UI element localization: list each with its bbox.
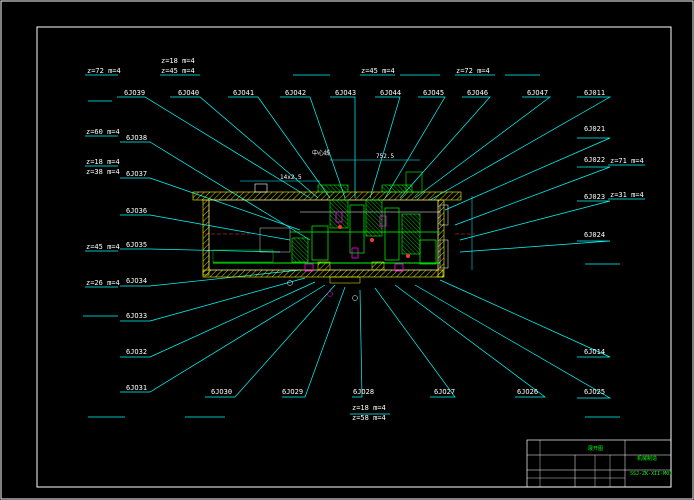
part-label: 6JO40 bbox=[178, 89, 199, 97]
part-label: 6JO32 bbox=[126, 348, 147, 356]
part-label: 6JO30 bbox=[211, 388, 232, 396]
input-region bbox=[259, 227, 291, 253]
gear-spec: z=18 m=4 bbox=[86, 158, 120, 166]
drawing-number: SSJ-ZK-XII-M01 bbox=[630, 471, 672, 477]
drawing-name: 展开图 bbox=[588, 446, 603, 452]
part-label: 6JO46 bbox=[467, 89, 488, 97]
gear-block bbox=[329, 199, 349, 229]
dimension-text: 14x2.5 bbox=[280, 174, 302, 181]
red-marker bbox=[338, 225, 342, 229]
part-label: 6JO38 bbox=[126, 134, 147, 142]
part-label: 6JO36 bbox=[126, 207, 147, 215]
gear-spec: z=18 m=4 bbox=[352, 404, 386, 412]
part-label: 6JO33 bbox=[126, 312, 147, 320]
gear-spec: z=45 m=4 bbox=[86, 243, 120, 251]
dimension-text: 中心线 bbox=[312, 149, 330, 157]
gear-block bbox=[291, 237, 309, 263]
gear-block bbox=[419, 239, 437, 265]
gear-spec: z=72 m=4 bbox=[87, 67, 121, 75]
part-label: 6JO31 bbox=[126, 384, 147, 392]
part-label: 6J023 bbox=[584, 193, 605, 201]
clutch-part bbox=[394, 263, 404, 272]
part-label: 6JO42 bbox=[285, 89, 306, 97]
bearing-detail bbox=[329, 276, 361, 284]
part-label: 6JO39 bbox=[124, 89, 145, 97]
red-marker bbox=[406, 254, 410, 258]
part-label: 6JO45 bbox=[423, 89, 444, 97]
part-label: 6JO47 bbox=[527, 89, 548, 97]
part-label: 6J022 bbox=[584, 156, 605, 164]
part-label: 6JO14 bbox=[584, 348, 605, 356]
gearbox-section-view bbox=[192, 159, 475, 301]
gear-spec-labels: z=72 m=4 z=18 m=4 z=45 m=4 z=45 m=4 z=72… bbox=[86, 57, 644, 422]
gear-spec: z=31 m=4 bbox=[610, 191, 644, 199]
bearing-detail bbox=[371, 261, 385, 271]
clutch-part bbox=[351, 247, 359, 259]
gear-spec: z=38 m=4 bbox=[86, 168, 120, 176]
part-label: 6JO35 bbox=[126, 241, 147, 249]
dimension-text: 752.5 bbox=[376, 153, 394, 160]
top-boss bbox=[381, 184, 413, 193]
part-label: 6JO37 bbox=[126, 170, 147, 178]
top-boss bbox=[405, 171, 423, 193]
gear-block bbox=[401, 213, 421, 255]
gear-spec: z=45 m=4 bbox=[361, 67, 395, 75]
end-cap bbox=[439, 239, 449, 269]
part-label: 6J011 bbox=[584, 89, 605, 97]
top-boss bbox=[254, 183, 268, 193]
gear-spec: z=72 m=4 bbox=[456, 67, 490, 75]
title-block-frame bbox=[526, 439, 672, 488]
clutch-part bbox=[379, 215, 387, 227]
bolt bbox=[327, 291, 333, 297]
top-boss bbox=[317, 184, 349, 193]
part-labels: 6JO39 6JO40 6JO41 6JO42 6JO43 6JO44 6JO4… bbox=[124, 89, 605, 396]
part-label: 6JO41 bbox=[233, 89, 254, 97]
school-name: 机械制造 bbox=[637, 455, 657, 462]
gear-block bbox=[384, 207, 400, 261]
bolt bbox=[352, 295, 358, 301]
gear-spec: z=58 m=4 bbox=[352, 414, 386, 422]
input-region bbox=[212, 249, 274, 263]
clutch-part bbox=[335, 211, 343, 223]
title-block: 展开图 机械制造 SSJ-ZK-XII-M01 bbox=[526, 439, 672, 488]
part-label: 6J021 bbox=[584, 125, 605, 133]
red-marker bbox=[370, 238, 374, 242]
gear-block bbox=[311, 225, 329, 261]
gear-spec: z=45 m=4 bbox=[161, 67, 195, 75]
clutch-part bbox=[304, 263, 314, 272]
gear-block bbox=[365, 199, 383, 237]
part-label: 6JO43 bbox=[335, 89, 356, 97]
gear-spec: z=60 m=4 bbox=[86, 128, 120, 136]
inner-frame bbox=[36, 26, 672, 488]
part-label: 6JO25 bbox=[584, 388, 605, 396]
bolt bbox=[287, 280, 293, 286]
part-label: 6JO28 bbox=[353, 388, 374, 396]
part-label: 6JO29 bbox=[282, 388, 303, 396]
housing-top-wall bbox=[192, 191, 462, 201]
housing-bottom-wall bbox=[202, 269, 444, 278]
part-label: 6JO34 bbox=[126, 277, 147, 285]
bearing-detail bbox=[317, 261, 331, 271]
housing-right-wall bbox=[437, 199, 445, 278]
end-cap bbox=[439, 204, 449, 226]
part-label: 6JO27 bbox=[434, 388, 455, 396]
part-label: 6J024 bbox=[584, 231, 605, 239]
part-label: 6JO26 bbox=[517, 388, 538, 396]
leader-lines bbox=[83, 74, 645, 418]
part-label: 6JO44 bbox=[380, 89, 401, 97]
gear-spec: z=26 m=4 bbox=[86, 279, 120, 287]
gear-spec: z=18 m=4 bbox=[161, 57, 195, 65]
gear-spec: z=71 m=4 bbox=[610, 157, 644, 165]
gear-block bbox=[349, 204, 365, 254]
housing-left-wall bbox=[202, 199, 210, 276]
